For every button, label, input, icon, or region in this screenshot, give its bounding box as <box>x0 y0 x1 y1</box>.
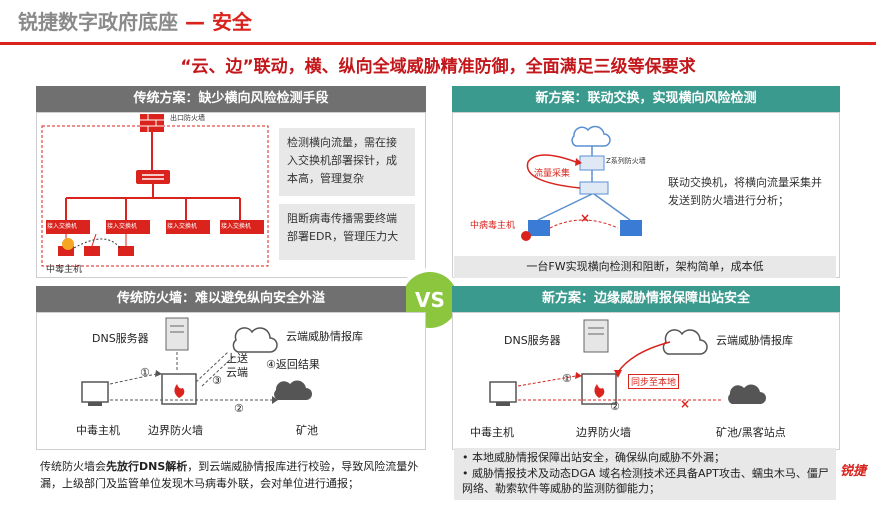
note-edr-pressure: 阻断病毒传播需要终端部署EDR，管理压力大 <box>279 204 415 260</box>
access-switch-3 <box>166 220 210 234</box>
infected-host-label: 中毒主机 <box>470 426 514 439</box>
border-firewall-label: 边界防火墙 <box>576 426 631 439</box>
cloud-icon <box>662 329 708 355</box>
svg-text:×: × <box>680 397 690 411</box>
hacker-site-label: 矿池/黑客站点 <box>716 426 786 439</box>
border-firewall-icon <box>161 373 197 405</box>
network-boundary <box>41 125 269 267</box>
z-firewall-icon <box>579 155 605 171</box>
title-sep: — <box>178 10 212 34</box>
dns-server-label: DNS服务器 <box>92 332 149 345</box>
access-switch-2 <box>106 220 150 234</box>
cloud-icon <box>232 327 278 353</box>
infected-host-label: 中毒主机 <box>76 424 120 437</box>
panel-bl-bar: 传统防火墙：难以避免纵向安全外溢 <box>36 286 406 312</box>
host-icon <box>84 246 100 256</box>
infected-host-label: 中病毒主机 <box>470 221 516 231</box>
panel-tr-bar: 新方案：联动交换，实现横向风险检测 <box>452 86 840 112</box>
virus-icon <box>62 238 74 250</box>
bl-caption-pre: 传统防火墙会 <box>40 460 106 473</box>
note-probe-cost: 检测横向流量，需在接入交换机部署探针，成本高，管理复杂 <box>279 128 415 196</box>
sync-arrow <box>617 341 671 373</box>
step-2-label: ② <box>234 402 244 415</box>
br-bullet-1-text: 本地威胁情报保障出站安全，确保纵向威胁不外漏； <box>472 451 725 464</box>
br-bullet-1: • 本地威胁情报保障出站安全，确保纵向威胁不外漏； <box>462 451 725 464</box>
bl-caption: 传统防火墙会先放行DNS解析，到云端威胁情报库进行校验，导致风险流量外漏，上级部… <box>40 458 420 492</box>
headline: “云、边”联动，横、纵向全域威胁精准防御，全面满足三级等保要求 <box>180 57 696 77</box>
virus-icon <box>521 231 531 241</box>
linked-switch-icon <box>579 181 609 195</box>
panel-bl <box>36 312 426 450</box>
dns-server-icon <box>583 319 609 353</box>
flow-collect-label: 流量采集 <box>534 169 571 179</box>
cloud-label: 云端威胁情报库 <box>716 334 793 347</box>
dns-server-icon <box>165 317 189 351</box>
z-firewall-label: Z系列防火墙 <box>606 157 646 165</box>
panel-bl-diagram <box>81 317 312 406</box>
pc-icon <box>620 220 642 236</box>
bl-caption-bold: 先放行DNS解析 <box>106 460 188 473</box>
border-firewall-label: 边界防火墙 <box>148 424 203 437</box>
access-switch-label-1: 接入交换机 <box>47 223 78 230</box>
flow-arrow <box>526 154 581 189</box>
infected-pc-icon <box>528 220 550 236</box>
tr-caption: 一台FW实现横向检测和阻断，架构简单，成本低 <box>454 256 836 278</box>
step-2-label: ② <box>610 400 620 413</box>
host-icon <box>118 246 134 256</box>
page-title: 锐捷数字政府底座 — 安全 <box>18 6 252 35</box>
panel-br-diagram: × <box>489 319 766 411</box>
mine-cloud-icon <box>274 380 312 400</box>
access-switch-4 <box>220 220 264 234</box>
br-bullets-box: • 本地威胁情报保障出站安全，确保纵向威胁不外漏； • 威胁情报技术及动态DGA… <box>454 448 836 500</box>
title-main: 锐捷数字政府底座 <box>18 10 178 34</box>
return-result-label: ④返回结果 <box>266 358 320 371</box>
panel-tl-diagram <box>41 114 269 267</box>
core-switch-icon <box>136 170 170 184</box>
cloud-label: 云端威胁情报库 <box>286 330 363 343</box>
sync-local-label: 同步至本地 <box>628 374 680 389</box>
access-switch-1 <box>46 220 90 234</box>
access-switch-label-4: 接入交换机 <box>221 223 252 230</box>
svg-text:×: × <box>580 211 590 225</box>
outlet-firewall-label: 出口防火墙 <box>170 114 205 122</box>
lateral-arrow <box>73 238 121 249</box>
dns-server-label: DNS服务器 <box>504 334 561 347</box>
infected-pc-icon <box>81 381 109 403</box>
br-bullet-2-text: 威胁情报技术及动态DGA 域名检测技术还具备APT攻击、蠕虫木马、僵尸网络、勒索… <box>462 467 829 495</box>
bl-caption-post: ，到云端威胁情报库进行校验，导致风险流量外漏，上级部门及监管单位发现木马病毒外联… <box>40 460 419 490</box>
panel-br-bar: 新方案：边缘威胁情报保障出站安全 <box>452 286 840 312</box>
step-1-label: ① <box>562 372 572 385</box>
ruijie-logo: 锐捷 <box>840 464 867 479</box>
panel-tr <box>452 112 840 278</box>
upload-cloud-label: 上送云端 <box>226 352 248 379</box>
infected-host-label: 中毒主机 <box>46 265 83 275</box>
access-switch-label-2: 接入交换机 <box>107 223 138 230</box>
step-3-label: ③ <box>212 374 222 387</box>
tr-description: 联动交换机，将横向流量采集并发送到防火墙进行分析； <box>668 176 822 207</box>
br-bullet-2: • 威胁情报技术及动态DGA 域名检测技术还具备APT攻击、蠕虫木马、僵尸网络、… <box>462 467 829 495</box>
brick-firewall-icon <box>140 114 164 132</box>
cloud-icon <box>571 125 611 147</box>
panel-tr-diagram: × <box>521 125 642 241</box>
mine-label: 矿池 <box>296 424 318 437</box>
step-1-label: ① <box>140 366 150 379</box>
title-underline <box>0 42 876 45</box>
title-accent: 安全 <box>211 10 252 34</box>
host-icon <box>58 246 74 256</box>
panel-tl-bar: 传统方案：缺少横向风险检测手段 <box>36 86 426 112</box>
hacker-site-icon <box>728 384 766 404</box>
infected-pc-icon <box>489 381 517 403</box>
blocked-lateral-arrow <box>549 219 619 229</box>
access-switch-label-3: 接入交换机 <box>167 223 198 230</box>
